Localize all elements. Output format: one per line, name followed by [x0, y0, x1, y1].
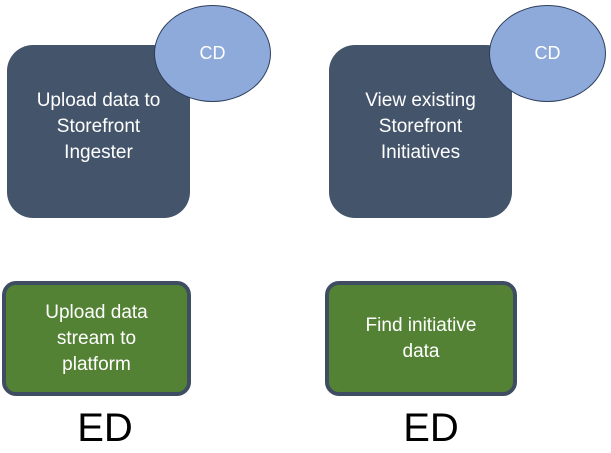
card-view-storefront-initiatives[interactable]: View existing Storefront Initiatives: [329, 45, 512, 218]
ed-label: ED: [403, 406, 459, 450]
card-find-initiative-data[interactable]: Find initiative data: [325, 281, 517, 396]
cd-badge: CD: [489, 5, 606, 102]
card-upload-data-stream[interactable]: Upload data stream to platform: [2, 281, 191, 396]
ed-label: ED: [77, 406, 133, 450]
cd-badge: CD: [154, 5, 271, 102]
